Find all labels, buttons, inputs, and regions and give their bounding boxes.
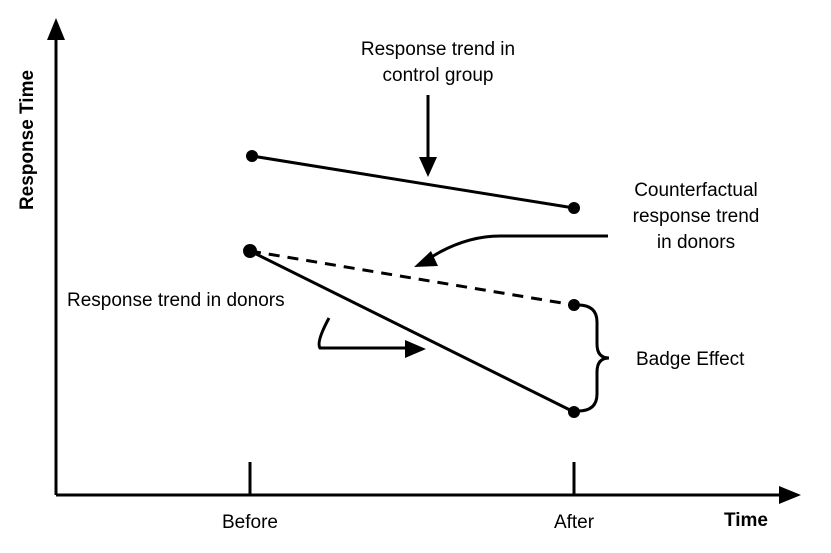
axes: Response Time Time Before After [17,18,801,533]
badge-effect-brace [577,303,610,413]
donors-pointer-arrowhead-icon [405,340,426,358]
counterfactual-label-line-2: response trend [633,206,760,227]
counterfactual-pointer-arrow [427,234,608,261]
x-tick-label-before: Before [222,512,278,533]
control-before-point [246,150,258,162]
x-axis-arrowhead-icon [779,486,801,504]
donors-pointer-arrow [317,317,408,350]
control-group-line [251,154,575,210]
counterfactual-after-point [568,299,580,311]
control-group-trend [246,150,580,214]
control-after-point [568,202,580,214]
donors-line [249,249,575,414]
badge-effect-label: Badge Effect [636,349,745,370]
y-axis-arrowhead-icon [47,18,65,40]
annotations: Response trend in control group Counterf… [67,39,759,370]
control-group-label-line-2: control group [383,65,494,86]
x-tick-label-after: After [554,512,595,533]
donors-after-point [568,406,580,418]
donors-before-point [243,244,257,258]
donors-trend [243,244,580,418]
counterfactual-pointer-arrowhead-icon [414,251,438,267]
donors-label: Response trend in donors [67,290,285,311]
y-axis-label: Response Time [17,70,38,210]
x-axis-label: Time [724,510,768,531]
control-group-label-line-1: Response trend in [361,39,515,60]
control-pointer-arrowhead-icon [419,157,437,177]
counterfactual-label-line-3: in donors [657,232,735,253]
counterfactual-line [249,249,575,307]
counterfactual-label-line-1: Counterfactual [634,180,758,201]
pointer-arrows [317,95,608,358]
counterfactual-trend [249,249,580,311]
